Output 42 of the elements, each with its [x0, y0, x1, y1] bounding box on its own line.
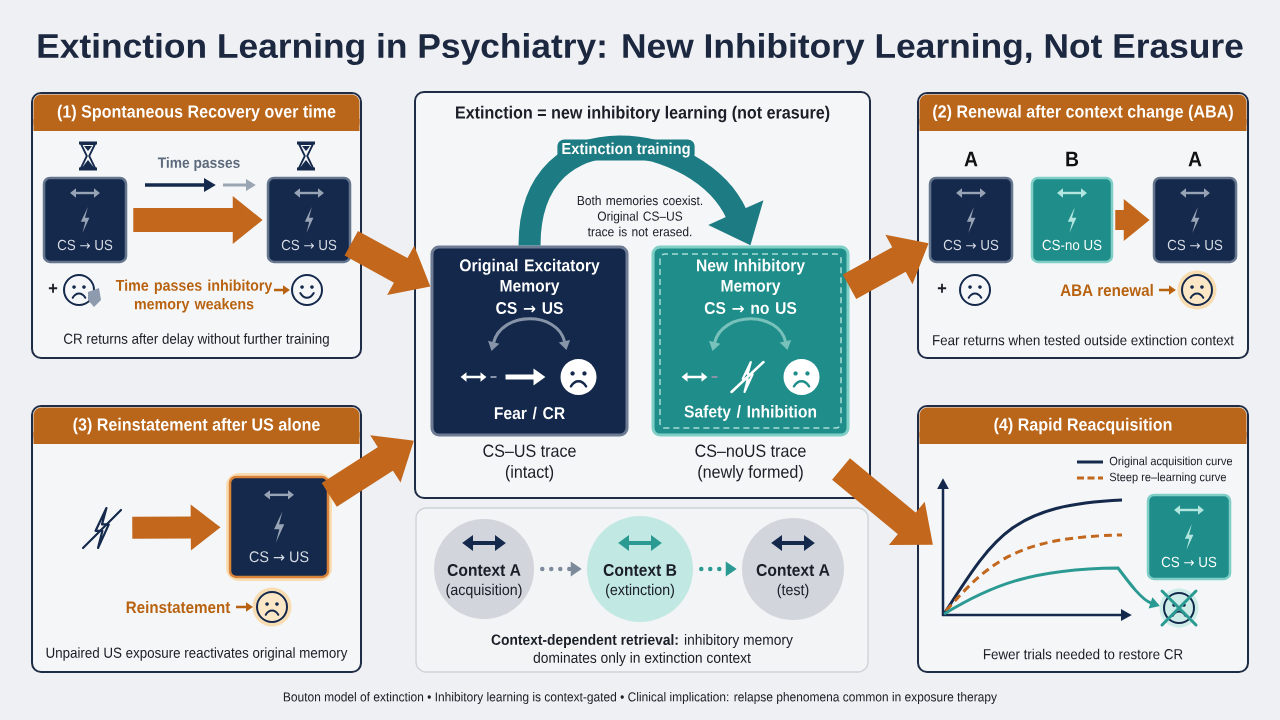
memory-tile: CS → US [928, 176, 1014, 264]
legend-label: Steep re–learning curve [1109, 472, 1226, 484]
memory-tile: CS → US [266, 176, 352, 264]
panel-caption: CR returns after delay without further training [64, 333, 329, 347]
crossed-lightning-icon [81, 506, 123, 550]
plus-sign: + [937, 283, 947, 293]
panel-caption: Fewer trials needed to restore CR [983, 648, 1183, 660]
annotation: ABA renewal [1060, 283, 1153, 297]
node-label: Fear / CR [494, 406, 565, 420]
memory-box: Original Excitatory Memory CS → US Fear / CR [430, 245, 629, 437]
panel-caption: Unpaired US exposure reactivates original memory [46, 647, 348, 661]
panel-caption: Fear returns when tested outside extinction context [933, 334, 1234, 346]
footer-note: Bouton model of extinction • Inhibitory learning is context-gated • Clinical implication: relapse phenomena common in exposure therapy [283, 691, 997, 705]
trace-caption: CS–US trace (intact) [483, 444, 576, 482]
node-label: Original Excitatory Memory [459, 258, 600, 296]
plus-sign: + [48, 283, 58, 293]
context-letter: B [1066, 151, 1079, 167]
panel-caption: Context-dependent retrieval: inhibitory memory dominates only in extinction context [491, 634, 793, 666]
memory-tile: CS → US [1152, 176, 1238, 264]
panel-header: (3) Reinstatement after US alone [33, 407, 360, 444]
memory-tile: CS → US [1146, 493, 1232, 581]
panel-header: (1) Spontaneous Recovery over time [33, 94, 360, 131]
memory-tile: CS → US [226, 473, 332, 581]
memory-tile: CS-no US [1030, 176, 1114, 264]
memory-tile: CS → US [42, 176, 128, 264]
panel-header: (2) Renewal after context change (ABA) [919, 94, 1247, 131]
annotation: Time passes inhibitory memory weakens [115, 279, 273, 313]
panel-header: (4) Rapid Reacquisition [919, 407, 1247, 444]
context-letter: A [964, 151, 978, 167]
annotation: Reinstatement [126, 600, 231, 614]
trace-caption: CS–noUS trace (newly formed) [695, 444, 806, 482]
legend-label: Original acquisition curve [1109, 456, 1233, 468]
memory-box: New Inhibitory Memory CS → no US Safety / Inhibition [651, 245, 850, 437]
node-label: CS → US [496, 301, 563, 315]
note: Both memories coexist. Original CS–US trace is not erased. [577, 195, 703, 237]
node-label: CS → no US [704, 301, 797, 315]
context-letter: A [1188, 151, 1202, 167]
arrow-caption: Time passes [157, 157, 240, 171]
node-label: New Inhibitory Memory [697, 258, 805, 296]
panel-title: Extinction = new inhibitory learning (not erasure) [456, 105, 830, 123]
title: Extinction Learning in Psychiatry: New Inhibitory Learning, Not Erasure [38, 33, 1243, 65]
node-label: Safety / Inhibition [684, 405, 817, 421]
